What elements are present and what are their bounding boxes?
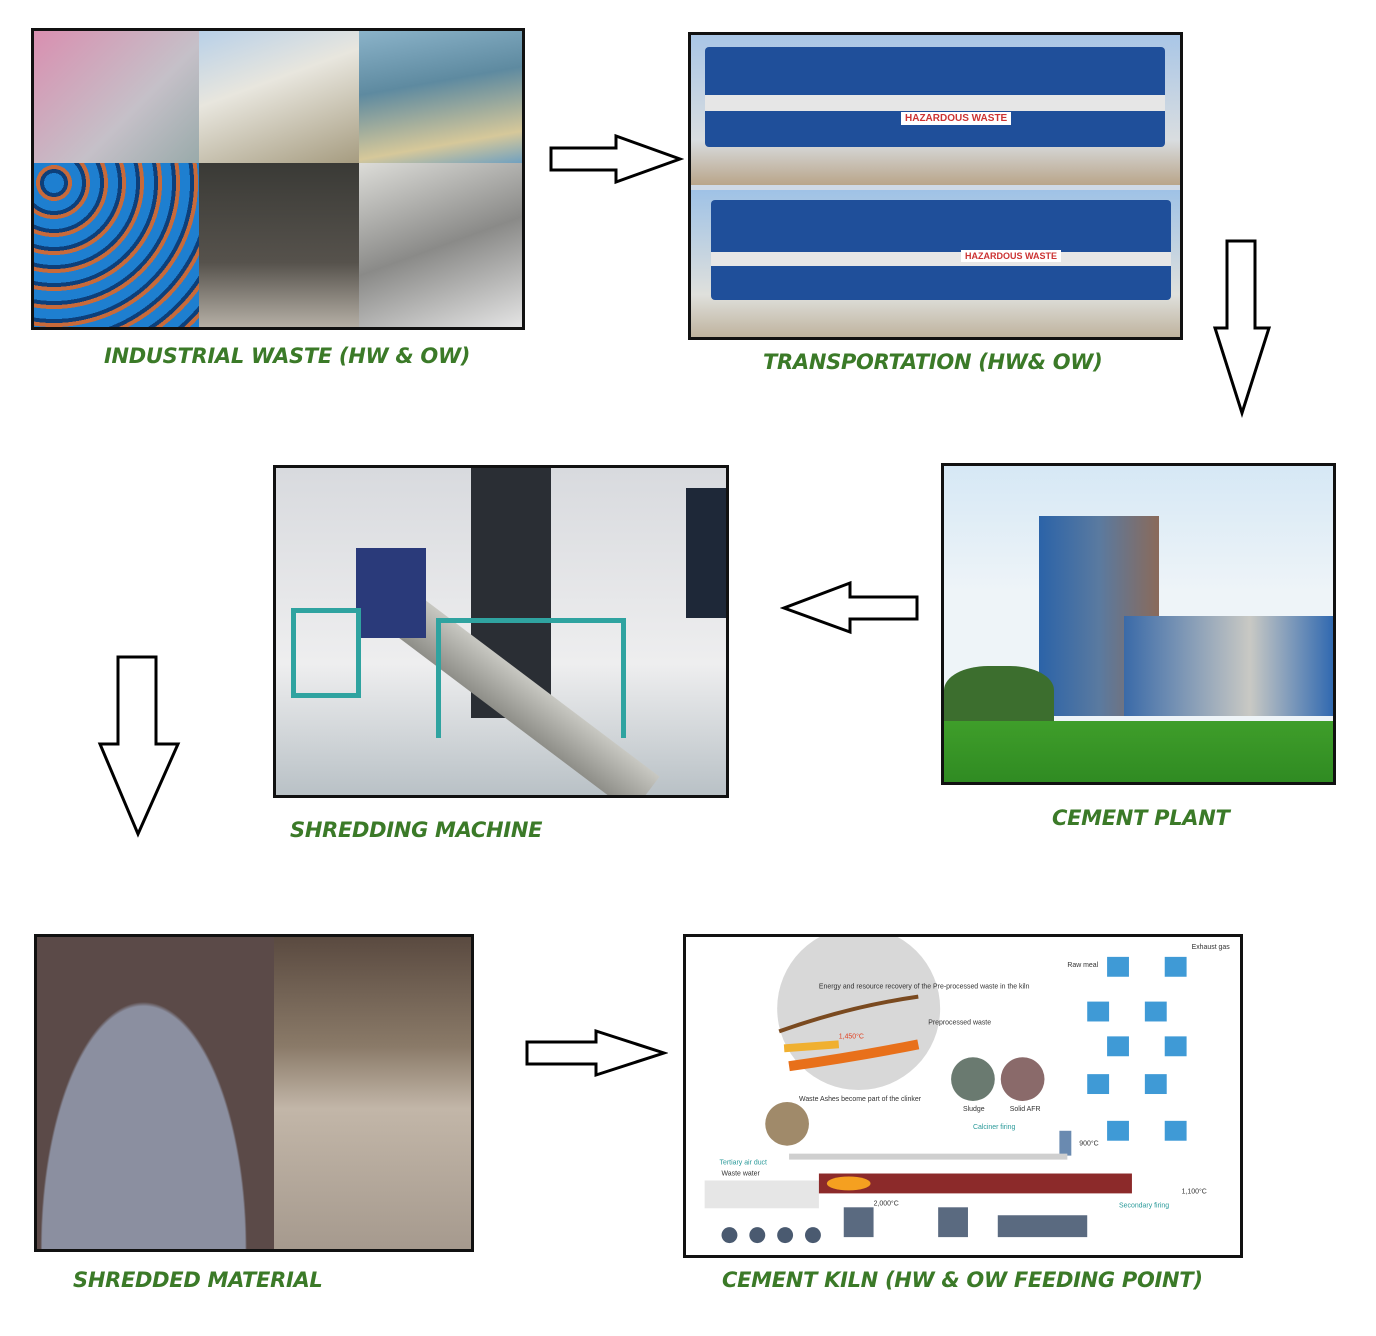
kiln-label-waste-water: Waste water [722, 1171, 761, 1178]
shredded-material-photo [34, 934, 474, 1252]
kiln-label-temp-burn: 1,450°C [839, 1032, 864, 1040]
kiln-label-solid: Solid AFR [1010, 1106, 1041, 1113]
caption-transportation: TRANSPORTATION (HW& OW) [763, 350, 1103, 374]
caption-cement-kiln: CEMENT KILN (HW & OW FEEDING POINT) [722, 1268, 1203, 1292]
caption-shredding-machine: SHREDDING MACHINE [290, 818, 543, 842]
arrow-right-icon [525, 1028, 668, 1078]
kiln-label-energy: Energy and resource recovery of the Pre-… [819, 984, 1030, 991]
caption-cement-plant: CEMENT PLANT [1052, 806, 1230, 830]
kiln-label-temp-main: 2,000°C [874, 1199, 899, 1207]
kiln-label-secondary: Secondary firing [1119, 1202, 1169, 1209]
kiln-label-ashes: Waste Ashes become part of the clinker [799, 1096, 922, 1103]
kiln-label-raw-meal: Raw meal [1067, 962, 1098, 969]
transportation-photo: HAZARDOUS WASTE HAZARDOUS WASTE [688, 32, 1183, 340]
cement-kiln-diagram: Energy and resource recovery of the Pre-… [683, 934, 1243, 1258]
hazardous-waste-sign: HAZARDOUS WASTE [961, 250, 1061, 262]
kiln-label-sludge: Sludge [963, 1106, 985, 1113]
kiln-label-preprocessed: Preprocessed waste [928, 1019, 991, 1026]
cement-plant-photo [941, 463, 1336, 785]
caption-shredded-material: SHREDDED MATERIAL [73, 1268, 323, 1292]
shredding-machine-photo [273, 465, 729, 798]
arrow-down-icon [1212, 239, 1272, 418]
arrow-left-icon [780, 580, 919, 635]
industrial-waste-photo [31, 28, 525, 330]
kiln-label-calciner: Calciner firing [973, 1124, 1016, 1131]
kiln-label-temp-sec: 1,100°C [1182, 1187, 1207, 1195]
kiln-label-exhaust: Exhaust gas [1192, 944, 1231, 951]
arrow-down-icon [97, 655, 181, 838]
truck-top: HAZARDOUS WASTE [705, 47, 1165, 147]
hazardous-waste-sign: HAZARDOUS WASTE [901, 112, 1012, 125]
caption-industrial-waste: INDUSTRIAL WASTE (HW & OW) [104, 344, 471, 368]
kiln-label-tertiary: Tertiary air duct [720, 1160, 767, 1167]
kiln-label-temp-calc: 900°C [1079, 1140, 1098, 1148]
arrow-right-icon [549, 133, 684, 185]
